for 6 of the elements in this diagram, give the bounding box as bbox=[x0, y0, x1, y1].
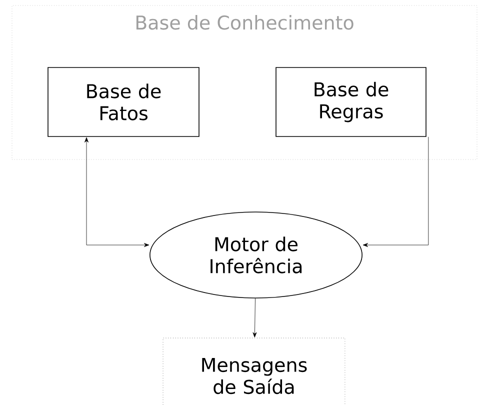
process-box: Base de Regras bbox=[276, 67, 426, 137]
process-box: Base de Fatos bbox=[48, 67, 200, 137]
arrow bbox=[362, 136, 429, 247]
arrow bbox=[84, 137, 150, 247]
arrow bbox=[252, 298, 257, 338]
output-box: Mensagens de Saída bbox=[162, 338, 346, 405]
